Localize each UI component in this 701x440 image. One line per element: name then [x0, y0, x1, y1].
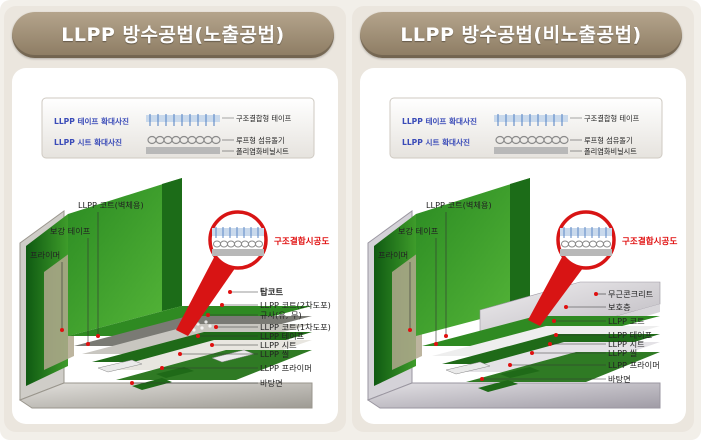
sheet-photo-label: LLPP 시트 확대사진 [402, 137, 470, 147]
label-primer: 프라이머 [30, 250, 60, 260]
magnifier-callout: 구조결합시공도 [176, 210, 329, 336]
label-layer-9: 바탕면 [260, 378, 283, 388]
sheet-photo-label: LLPP 시트 확대사진 [54, 137, 122, 147]
label-reinforce-tape: 보강 테이프 [50, 226, 91, 236]
inset-label-1: 구조결합형 테이프 [236, 114, 292, 123]
label-layer-8: 바탕면 [608, 374, 631, 384]
tape-photo-label: LLPP 테이프 확대사진 [402, 116, 477, 126]
exposed-method-panel: LLPP 방수공법(노출공법) LLPP 테이프 확대사진 [4, 6, 346, 432]
label-layer-8: LLPP 프라이머 [260, 363, 312, 373]
layer-structure-3d [18, 178, 313, 409]
inset-label-3: 폴리염화비닐시트 [236, 147, 289, 156]
label-layer-1: 무근콘크리트 [608, 289, 654, 299]
magnified-photo-inset: LLPP 테이프 확대사진 LLPP 시트 확대사진 [41, 97, 315, 159]
diagram-card: LLPP 테이프 확대사진 LLPP 시트 확대사진 [12, 68, 338, 424]
label-layer-5: LLPP 테이프 [260, 331, 305, 341]
magnifier-callout: 구조결합시공도 [528, 210, 677, 326]
label-llpp-coat-wall: LLPP 코트(벽체용) [78, 200, 144, 210]
label-layer-5: LLPP 시트 [608, 339, 645, 349]
magnified-photo-inset: LLPP 테이프 확대사진 LLPP 시트 확대사진 [389, 97, 663, 159]
non-exposed-method-diagram: LLPP 테이프 확대사진 LLPP 시트 확대사진 [366, 97, 677, 409]
pvc-sheet-sample [146, 147, 220, 154]
tape-sample [494, 115, 568, 122]
label-layer-6: LLPP 씰 [608, 348, 637, 358]
inset-label-2: 루프형 섬유돌기 [584, 136, 633, 145]
callout-label: 구조결합시공도 [622, 235, 677, 247]
callout-label: 구조결합시공도 [274, 235, 329, 247]
left-leader-labels: LLPP 코트(벽체용) 보강 테이프 프라이머 [30, 200, 144, 346]
inset-label-3: 폴리염화비닐시트 [584, 147, 637, 156]
label-reinforce-tape: 보강 테이프 [398, 226, 439, 236]
label-layer-4: LLPP 테이프 [608, 330, 653, 340]
label-layer-2: LLPP 코트(2차도포) [260, 300, 331, 310]
panel-title: LLPP 방수공법(비노출공법) [360, 12, 682, 58]
loop-fiber-sample [147, 135, 221, 145]
inset-label-2: 루프형 섬유돌기 [236, 136, 285, 145]
label-primer: 프라이머 [378, 250, 408, 260]
label-layer-7: LLPP 프라이머 [608, 360, 660, 370]
label-layer-6: LLPP 시트 [260, 340, 297, 350]
exposed-method-diagram: LLPP 테이프 확대사진 LLPP 시트 확대사진 [18, 97, 331, 409]
layer-structure-3d [366, 178, 661, 409]
label-layer-7: LLPP 씰 [260, 349, 289, 359]
label-layer-4: LLPP 코트(1차도포) [260, 322, 331, 332]
loop-fiber-sample [495, 135, 569, 145]
label-layer-3: 규사(유, 무) [260, 310, 302, 320]
diagram-card: LLPP 테이프 확대사진 LLPP 시트 확대사진 [360, 68, 686, 424]
panel-title: LLPP 방수공법(노출공법) [12, 12, 334, 58]
pvc-sheet-sample [494, 147, 568, 154]
tape-sample [146, 115, 220, 122]
non-exposed-method-panel: LLPP 방수공법(비노출공법) [352, 6, 694, 432]
label-layer-3: LLPP 코트 [608, 316, 645, 326]
inset-label-1: 구조결합형 테이프 [584, 114, 640, 123]
right-leader-labels: 무근콘크리트 보호층 LLPP 코트 LLPP 테이프 LLPP 시트 LLPP… [480, 289, 660, 384]
tape-photo-label: LLPP 테이프 확대사진 [54, 116, 129, 126]
label-layer-1: 탑코트 [260, 287, 283, 297]
right-leader-labels: 탑코트 LLPP 코트(2차도포) 규사(유, 무) LLPP 코트(1차도포)… [130, 287, 331, 388]
label-llpp-coat-wall: LLPP 코트(벽체용) [426, 200, 492, 210]
label-layer-2: 보호층 [608, 302, 631, 312]
left-leader-labels: LLPP 코트(벽체용) 보강 테이프 프라이머 [378, 200, 492, 346]
